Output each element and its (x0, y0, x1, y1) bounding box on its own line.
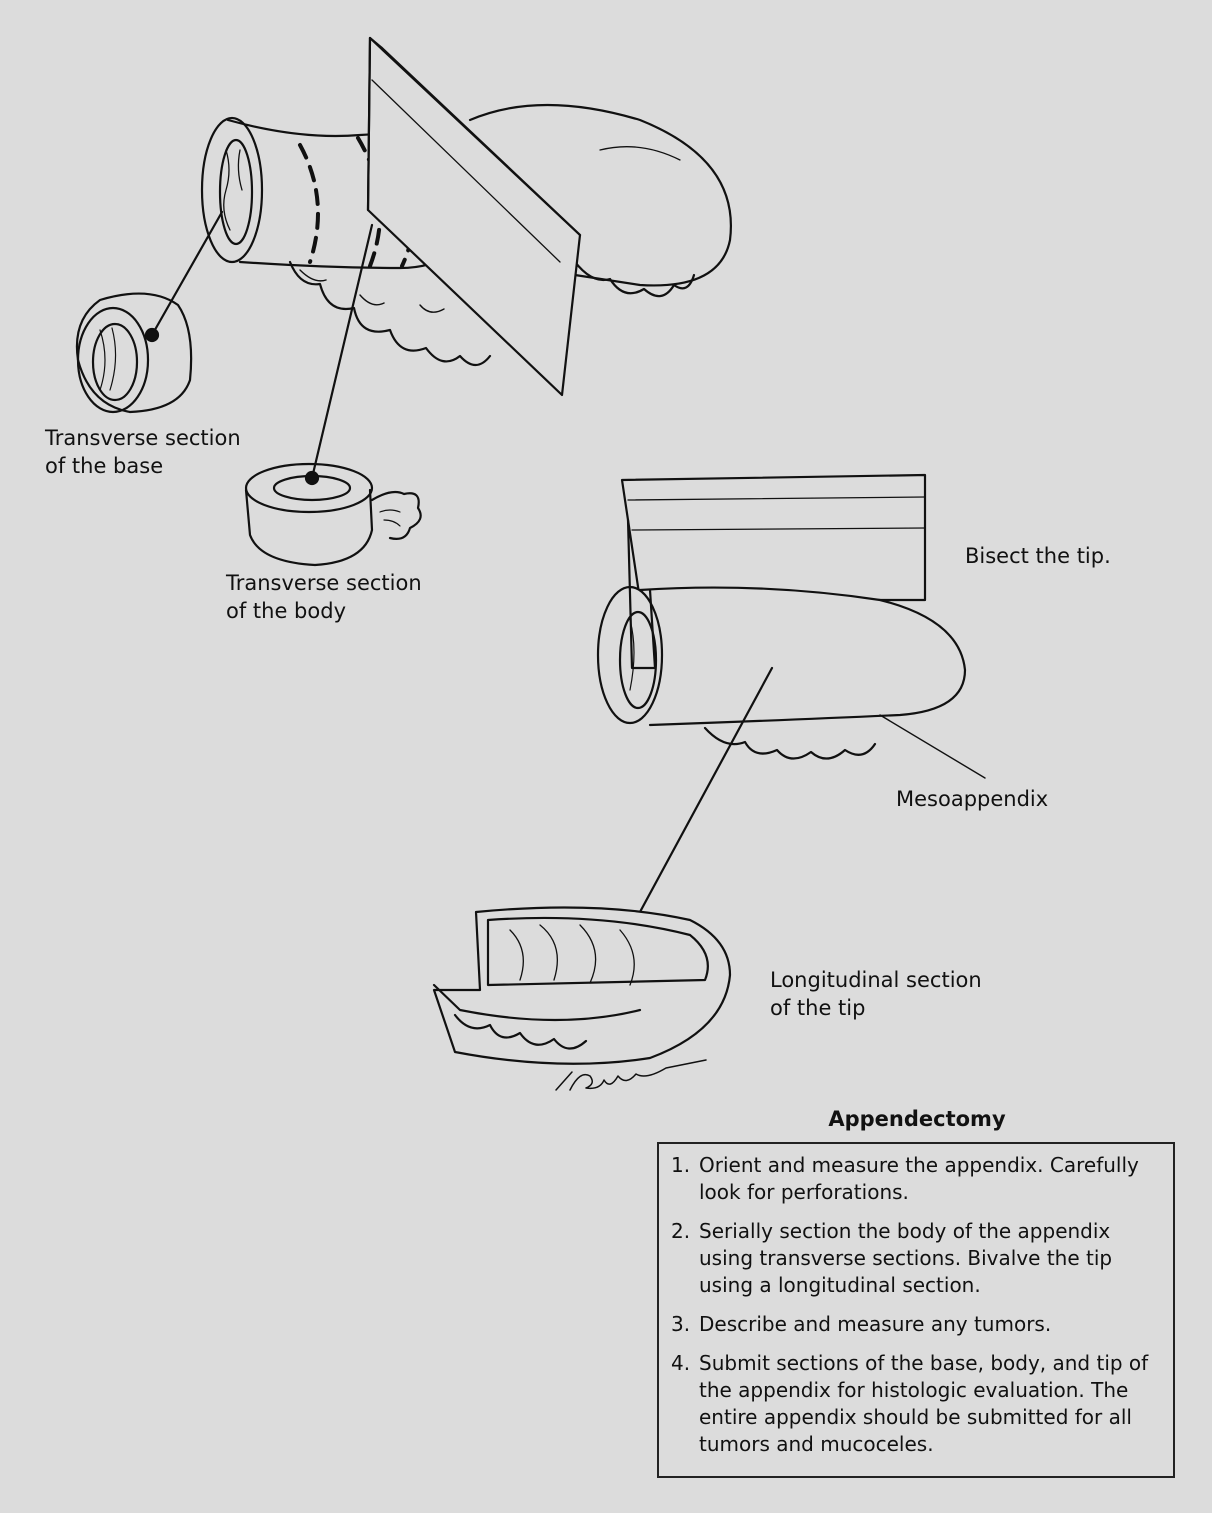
label-bisect-tip: Bisect the tip. (965, 544, 1111, 568)
longitudinal-tip-drawing (432, 906, 732, 1091)
procedure-step: 1. Orient and measure the appendix. Care… (671, 1152, 1161, 1206)
step-text: Serially section the body of the appendi… (699, 1219, 1113, 1297)
procedure-steps-list: 1. Orient and measure the appendix. Care… (659, 1144, 1173, 1458)
step-text: Orient and measure the appendix. Careful… (699, 1153, 1139, 1204)
bisect-tip-drawing (596, 473, 986, 968)
step-number: 4. (671, 1351, 691, 1375)
step-number: 3. (671, 1312, 691, 1336)
procedure-step: 3. Describe and measure any tumors. (671, 1311, 1161, 1338)
label-transverse-section-base: Transverse section of the base (45, 426, 241, 478)
procedure-step: 2. Serially section the body of the appe… (671, 1218, 1161, 1299)
label-longitudinal-section-tip: Longitudinal section of the tip (770, 968, 982, 1020)
step-number: 1. (671, 1153, 691, 1177)
procedure-step: 4. Submit sections of the base, body, an… (671, 1350, 1161, 1458)
label-mesoappendix: Mesoappendix (896, 787, 1049, 811)
body-ring-drawing (244, 462, 422, 567)
appendix-transverse-drawing (144, 36, 732, 486)
base-ring-drawing (75, 292, 193, 414)
step-text: Describe and measure any tumors. (699, 1312, 1052, 1336)
procedure-title: Appendectomy (828, 1107, 1006, 1131)
step-number: 2. (671, 1219, 691, 1243)
label-transverse-section-body: Transverse section of the body (226, 571, 422, 623)
procedure-steps-box: 1. Orient and measure the appendix. Care… (657, 1142, 1175, 1478)
step-text: Submit sections of the base, body, and t… (699, 1351, 1149, 1456)
